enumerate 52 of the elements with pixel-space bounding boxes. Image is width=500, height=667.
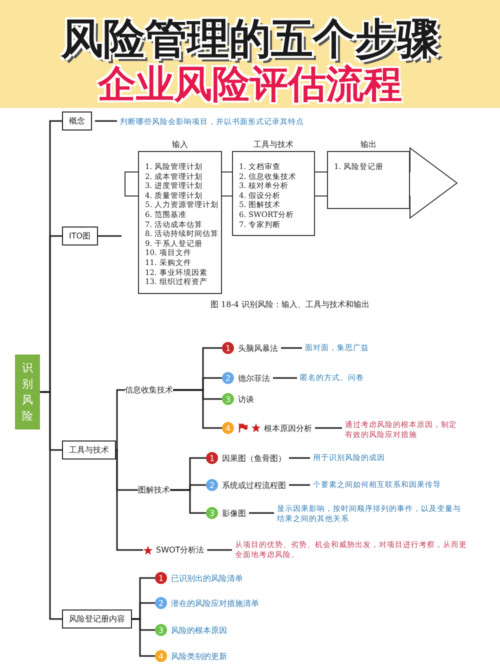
topic-label: 图解技术 — [138, 484, 170, 496]
subtitle: 企业风险评估流程 — [96, 62, 403, 106]
number-circle: 1 — [222, 342, 234, 354]
number-circle: 2 — [206, 479, 218, 491]
root-label: 识别风险 — [22, 360, 34, 424]
connector-line — [170, 489, 206, 514]
number-circle: 2 — [155, 597, 167, 609]
title: 风险管理的五个步骤 — [60, 14, 440, 64]
topic-label: 影像图 — [222, 508, 246, 518]
number-circle: 2 — [222, 372, 234, 384]
connector-line — [95, 120, 117, 122]
root-box — [15, 354, 40, 430]
number-circle: 4 — [155, 650, 167, 662]
topic-label: 系统或过程流程图 — [222, 480, 286, 490]
connector-line — [249, 512, 274, 514]
column-heading: 输出 — [360, 140, 378, 151]
topic-box: 工具与技术 — [62, 440, 116, 460]
topic-label: 风险类别的更新 — [171, 650, 227, 662]
connector-line — [315, 427, 342, 429]
topic-label: 头脑风暴法 — [238, 342, 278, 354]
topic-label: 风险的根本原因 — [171, 624, 227, 636]
topic-box: 概念 — [62, 112, 92, 130]
number-circle: 3 — [222, 393, 234, 405]
connector-line — [281, 347, 302, 349]
topic-box: 风险登记册内容 — [62, 610, 132, 628]
topic-label: 潜在的风险应对措施清单 — [171, 598, 259, 608]
number-circle: 1 — [155, 572, 167, 584]
number-circle: 3 — [155, 624, 167, 636]
number-circle: 4 — [222, 422, 234, 434]
connector-line — [98, 235, 122, 237]
connector-line — [40, 391, 62, 620]
topic-box: ITO图 — [62, 226, 98, 246]
figure-caption: 图 18-4 识别风险：输入、工具与技术和输出 — [209, 299, 371, 310]
topic-label: 信息收集技术 — [125, 384, 173, 396]
connector-line — [173, 389, 222, 429]
connector-line — [273, 377, 297, 379]
connector-line — [207, 549, 232, 551]
connector-line — [289, 484, 310, 486]
connector-line — [116, 449, 143, 551]
column-heading: 工具与技术 — [252, 140, 294, 151]
topic-label: 已识别出的风险清单 — [171, 572, 243, 584]
connector-line — [116, 389, 125, 451]
connector-line — [132, 618, 155, 657]
topic-label: SWOT分析法 — [156, 544, 204, 556]
connector-line — [289, 457, 310, 459]
number-circle: 1 — [206, 452, 218, 464]
topic-label: 访谈 — [238, 394, 254, 404]
column-heading: 输入 — [171, 140, 189, 151]
topic-label: 因果图（鱼骨图） — [222, 452, 286, 464]
topic-label: 德尔菲法 — [238, 372, 270, 384]
topic-label: 根本原因分析 — [264, 422, 312, 434]
number-circle: 3 — [206, 507, 218, 519]
